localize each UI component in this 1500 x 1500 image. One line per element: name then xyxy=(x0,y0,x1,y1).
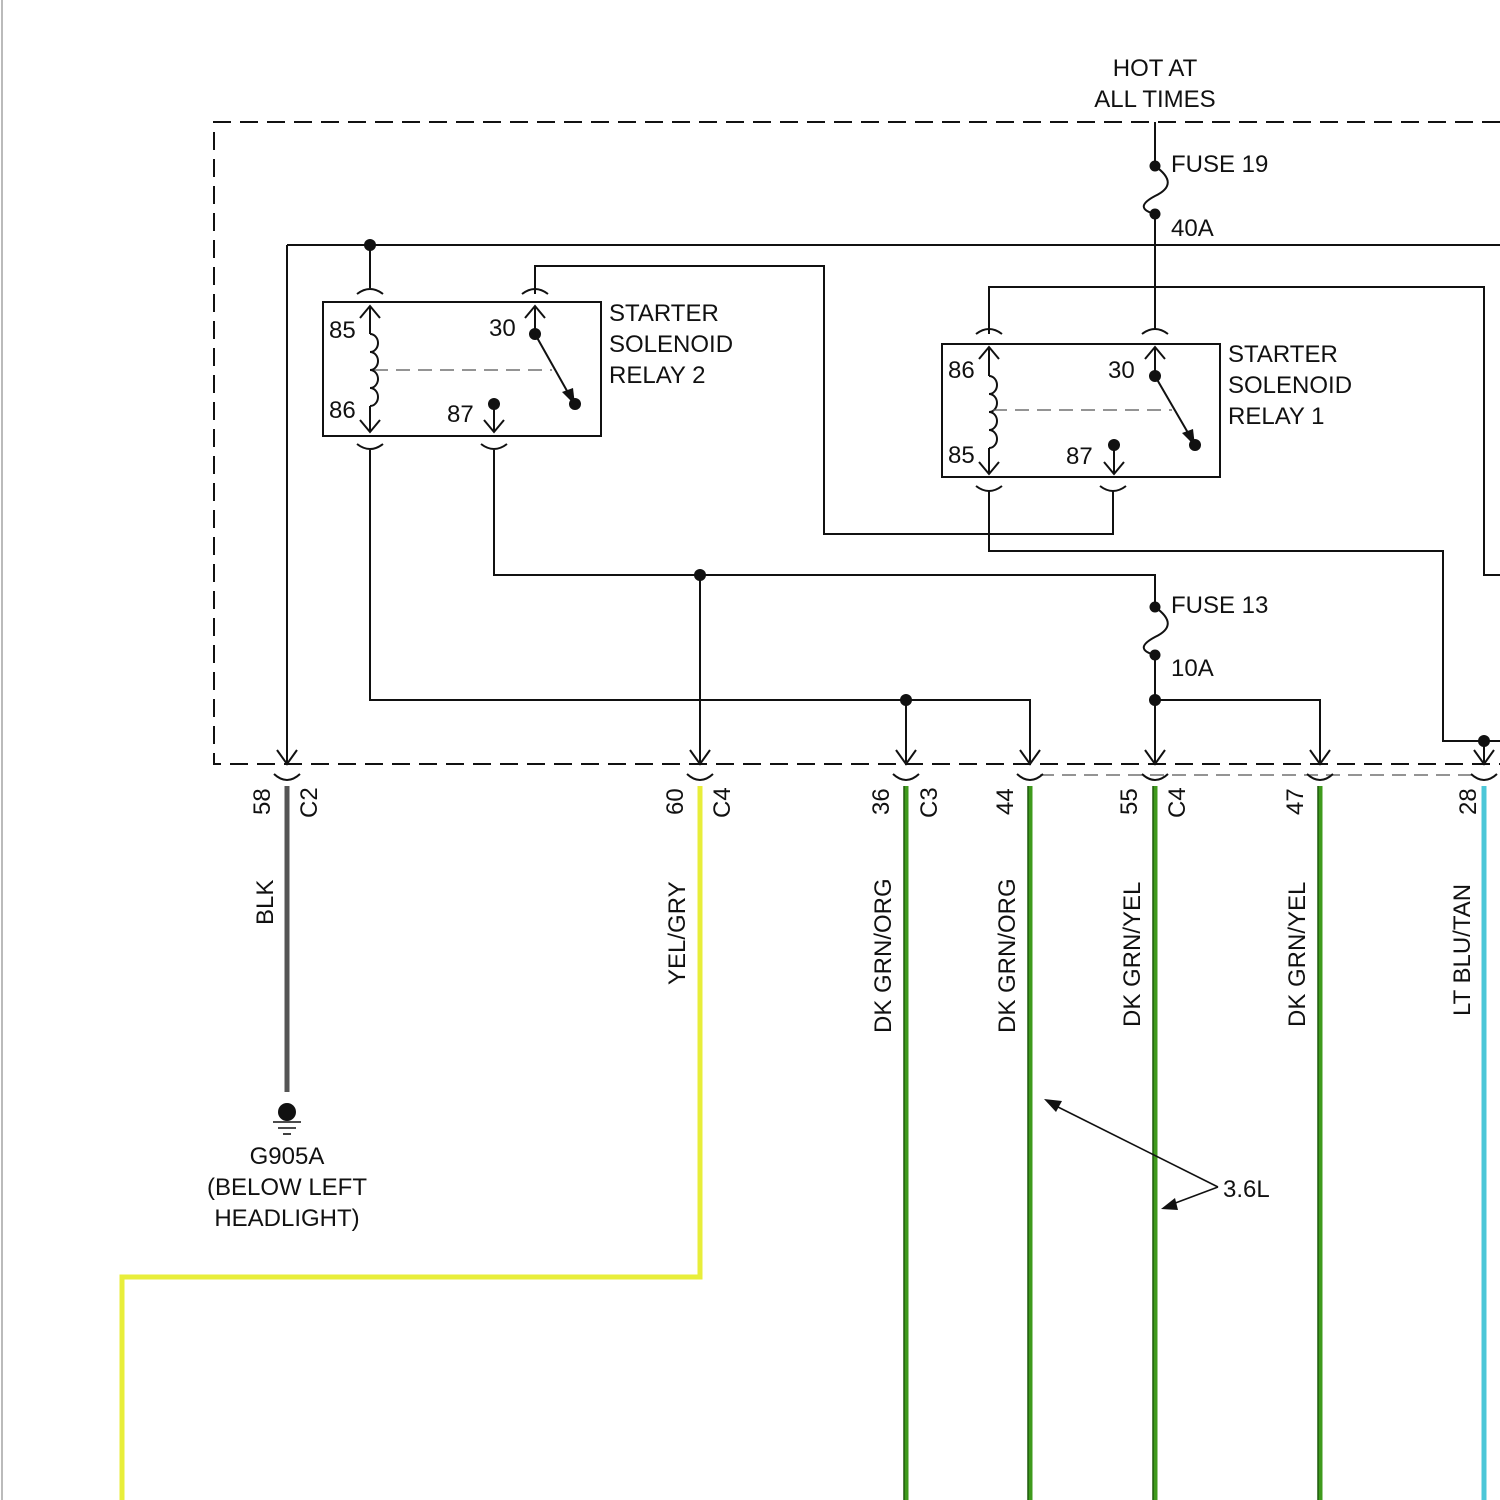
pin-label-44: 44 xyxy=(992,788,1019,815)
wire-label-dk-grn-yel-47: DK GRN/YEL xyxy=(1284,882,1311,1027)
relay1-pin-30: 30 xyxy=(1108,357,1135,384)
supply-label-line1: HOT AT xyxy=(1113,55,1198,82)
relay1-pin-85: 85 xyxy=(948,442,975,469)
relay1-86-feed-wire xyxy=(989,287,1500,575)
pin-label-60: 60 xyxy=(662,788,689,815)
wire-label-dk-grn-yel-55: DK GRN/YEL xyxy=(1119,882,1146,1027)
ground-g905a: G905A (BELOW LEFT HEADLIGHT) xyxy=(207,1103,367,1232)
wire-label-yel-gry: YEL/GRY xyxy=(664,881,691,985)
pin-label-58: 58 xyxy=(249,788,276,815)
pin-label-47: 47 xyxy=(1282,788,1309,815)
wire-yel-gry xyxy=(122,786,700,1500)
power-distribution-enclosure xyxy=(214,122,1500,775)
relay2-pin-30: 30 xyxy=(489,315,516,342)
connector-arrows xyxy=(277,750,1494,764)
starter-solenoid-relay-2: 85 86 30 87 STARTER SOLENOID RELAY 2 xyxy=(323,289,733,449)
engine-note-label: 3.6L xyxy=(1223,1176,1270,1203)
ground-location-line2: HEADLIGHT) xyxy=(214,1205,359,1232)
fuse-19-rating: 40A xyxy=(1171,215,1214,242)
ground-name: G905A xyxy=(250,1143,325,1170)
connector-label-c2: C2 xyxy=(296,787,323,818)
relay2-name-line3: RELAY 2 xyxy=(609,362,706,389)
wire-label-dk-grn-org-36: DK GRN/ORG xyxy=(870,878,897,1033)
connector-label-c4: C4 xyxy=(709,787,736,818)
relay2-pin-85: 85 xyxy=(329,317,356,344)
relay2-pin-86: 86 xyxy=(329,397,356,424)
relay1-name-line3: RELAY 1 xyxy=(1228,403,1325,430)
relay1-pin-86: 86 xyxy=(948,357,975,384)
fuse-13-name: FUSE 13 xyxy=(1171,592,1268,619)
wire-label-lt-blu-tan: LT BLU/TAN xyxy=(1449,884,1476,1016)
relay2-name-line2: SOLENOID xyxy=(609,331,733,358)
pin-label-36: 36 xyxy=(868,788,895,815)
relay2-pin-87: 87 xyxy=(447,401,474,428)
fuse-19-name: FUSE 19 xyxy=(1171,151,1268,178)
fuse-13-rating: 10A xyxy=(1171,655,1214,682)
connector-label-c3: C3 xyxy=(916,787,943,818)
top-bus xyxy=(287,239,1500,764)
ground-icon xyxy=(278,1103,296,1121)
pin-label-28: 28 xyxy=(1455,788,1482,815)
ground-location-line1: (BELOW LEFT xyxy=(207,1174,367,1201)
starter-solenoid-relay-1: 86 85 30 87 STARTER SOLENOID RELAY 1 xyxy=(942,329,1352,500)
connector-labels: 58 C2 BLK 60 C4 YEL/GRY 36 C3 DK GRN/ORG… xyxy=(249,787,1482,1033)
wire-label-dk-grn-org-44: DK GRN/ORG xyxy=(994,878,1021,1033)
relay1-name-line1: STARTER xyxy=(1228,341,1338,368)
relay1-name-line2: SOLENOID xyxy=(1228,372,1352,399)
supply-label: HOT AT ALL TIMES xyxy=(1094,55,1215,113)
colored-wires xyxy=(122,786,1484,1500)
wire-label-blk: BLK xyxy=(252,880,279,925)
relay2-name-line1: STARTER xyxy=(609,300,719,327)
fuse-19: FUSE 19 40A xyxy=(1144,122,1269,330)
pin-label-55: 55 xyxy=(1116,788,1143,815)
relay1-pin-87: 87 xyxy=(1066,443,1093,470)
supply-label-line2: ALL TIMES xyxy=(1094,86,1215,113)
connector-label-c4-55: C4 xyxy=(1164,787,1191,818)
